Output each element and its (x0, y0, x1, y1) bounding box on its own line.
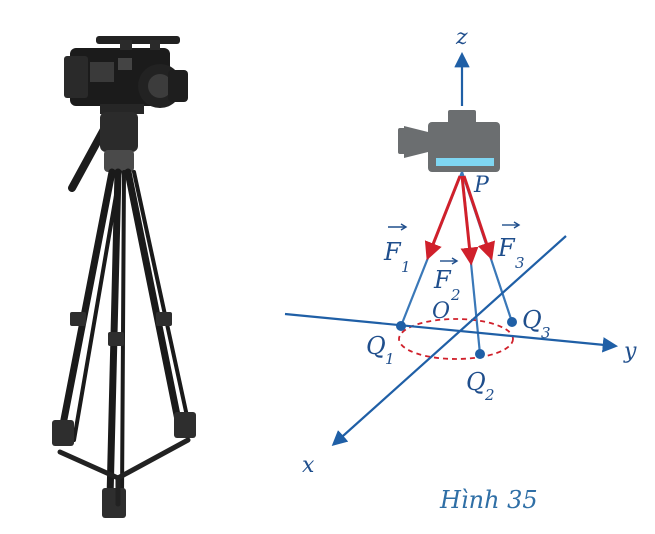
label-q3: Q 3 (522, 306, 551, 342)
svg-text:F: F (383, 238, 402, 266)
svg-text:Q: Q (466, 368, 486, 396)
point-q2 (475, 349, 485, 359)
y-axis-label: y (623, 339, 637, 364)
y-axis (284, 312, 619, 353)
label-f3: F 3 (497, 221, 525, 272)
force-diagram: z x y (284, 25, 637, 478)
force-vectors (424, 175, 495, 266)
photo-tripod-legs (56, 168, 192, 502)
svg-text:F: F (433, 266, 452, 294)
svg-text:F: F (497, 234, 516, 262)
label-q1: Q 1 (366, 332, 395, 368)
force-f1 (424, 175, 462, 261)
photo-tripod-bowl (104, 150, 134, 172)
camera-tripod-photo (52, 36, 196, 518)
base-circle (398, 318, 514, 360)
figure-caption: Hình 35 (439, 486, 538, 514)
x-axis (331, 235, 567, 447)
svg-text:2: 2 (450, 286, 461, 304)
force-f2 (460, 175, 479, 266)
svg-text:1: 1 (385, 350, 395, 368)
svg-text:Q: Q (366, 332, 386, 360)
force-f3 (462, 175, 495, 261)
svg-text:3: 3 (541, 324, 551, 342)
label-q2: Q 2 (466, 368, 495, 404)
svg-text:2: 2 (484, 386, 495, 404)
svg-text:1: 1 (401, 258, 411, 276)
label-f2: F 2 (433, 257, 461, 304)
apex-label-p: P (473, 173, 490, 198)
video-camera-icon (398, 110, 500, 172)
point-q3 (507, 317, 517, 327)
photo-spreader (57, 437, 191, 507)
x-axis-label: x (302, 453, 315, 478)
photo-tripod-head (100, 112, 138, 152)
z-axis-label: z (455, 25, 468, 50)
label-f1: F 1 (383, 223, 411, 276)
svg-text:Q: Q (522, 306, 542, 334)
photo-camera-body (64, 36, 188, 114)
point-q1 (396, 321, 406, 331)
origin-label-o: O (432, 299, 450, 324)
svg-text:3: 3 (515, 254, 525, 272)
